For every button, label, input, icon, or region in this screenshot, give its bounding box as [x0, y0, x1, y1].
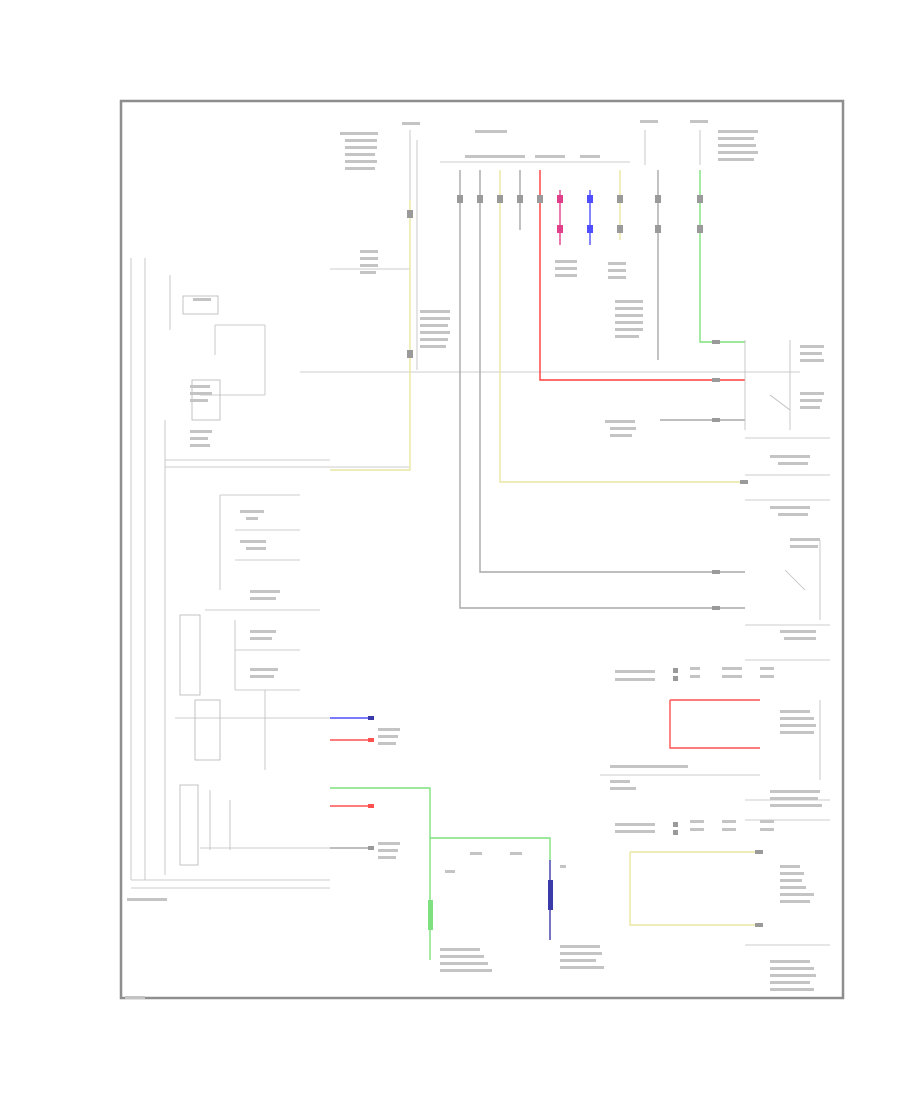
top-labels — [340, 120, 758, 437]
top-connector-markers — [407, 195, 703, 930]
green-wire-right — [699, 170, 745, 343]
left-component-column — [130, 258, 410, 889]
diagram-frame — [119, 99, 845, 1000]
right-connector-markers — [368, 340, 763, 927]
yellow-wire-left — [330, 200, 411, 471]
left-labels — [125, 298, 400, 999]
green-wire-branch — [430, 837, 551, 860]
gray-wire-2 — [479, 170, 745, 573]
red-wire-lower — [669, 700, 760, 749]
gray-wire-1 — [459, 170, 745, 609]
top-connector-block — [300, 130, 800, 470]
wires — [330, 170, 760, 960]
red-wire-main — [539, 170, 745, 381]
right-component-column — [600, 340, 830, 946]
yellow-wire-mid — [499, 170, 745, 483]
right-labels — [440, 345, 824, 991]
yellow-wire-lower — [629, 852, 760, 926]
green-wire-lower — [330, 787, 431, 960]
